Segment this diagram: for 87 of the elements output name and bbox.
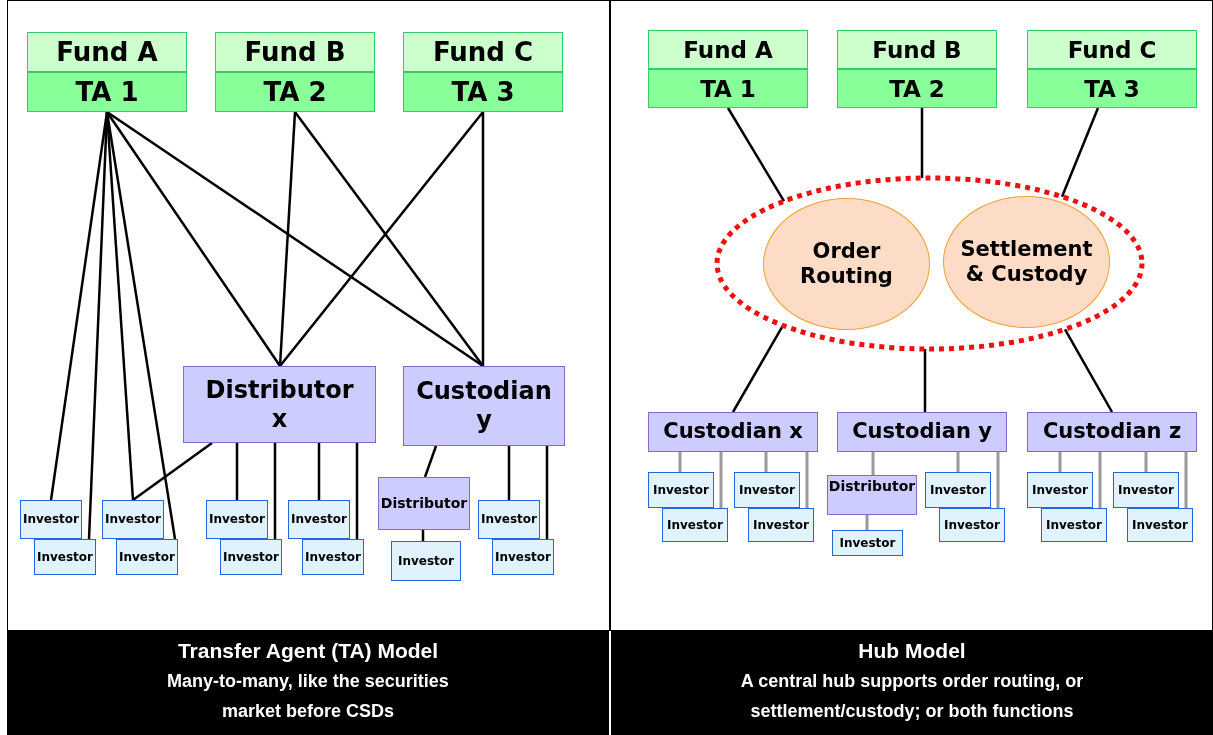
connector-line bbox=[355, 443, 359, 539]
custodian-box: Custodian y bbox=[403, 366, 565, 446]
investor-box: Investor bbox=[648, 472, 714, 508]
ellipse-outline bbox=[714, 175, 1145, 352]
investor-box: Investor bbox=[1127, 508, 1193, 542]
connector-line bbox=[507, 446, 511, 500]
investor-box: Investor bbox=[925, 472, 991, 508]
agent-name: TA 1 bbox=[27, 72, 187, 112]
fund-box bbox=[1027, 30, 1197, 108]
investor-box: Investor bbox=[492, 539, 554, 575]
investor-box: Investor bbox=[116, 539, 178, 575]
agent-name: TA 3 bbox=[403, 72, 563, 112]
connector-line bbox=[731, 324, 785, 413]
function-ellipse: Settlement & Custody bbox=[943, 196, 1110, 328]
fund-box bbox=[215, 32, 375, 112]
connector-line bbox=[421, 530, 425, 541]
distributor-box: Distributor x bbox=[183, 366, 376, 443]
fund-name: Fund C bbox=[1027, 30, 1197, 69]
connector-line bbox=[1058, 452, 1062, 472]
agent-name: TA 2 bbox=[215, 72, 375, 112]
fund-name: Fund A bbox=[27, 32, 187, 72]
agent-name: TA 1 bbox=[648, 69, 808, 108]
connector-line bbox=[1184, 452, 1188, 508]
connector-line bbox=[764, 452, 768, 472]
custodian-box: Custodian y bbox=[837, 412, 1007, 452]
connector-line bbox=[923, 349, 927, 412]
caption-title: Hub Model bbox=[858, 638, 966, 664]
connector-line bbox=[423, 445, 438, 478]
connector-line bbox=[105, 111, 177, 540]
investor-box: Investor bbox=[391, 541, 461, 581]
connector-line bbox=[726, 107, 786, 202]
fund-name: Fund B bbox=[215, 32, 375, 72]
caption-text: Many-to-many, like the securities market before CSDs bbox=[166, 670, 450, 723]
agent-name: TA 3 bbox=[1027, 69, 1197, 108]
distributor-box: Distributor bbox=[827, 475, 917, 515]
connector-line bbox=[1060, 107, 1100, 198]
investor-box: Investor bbox=[939, 508, 1005, 542]
fund-box bbox=[837, 30, 997, 108]
connector-line bbox=[871, 452, 875, 475]
fund-box bbox=[648, 30, 808, 108]
investor-box: Investor bbox=[662, 508, 728, 542]
connector-line bbox=[273, 443, 277, 539]
connector-line bbox=[678, 452, 682, 472]
connector-line bbox=[1063, 328, 1114, 413]
connector-line bbox=[1098, 452, 1102, 508]
fund-name: Fund B bbox=[837, 30, 997, 69]
connector-line bbox=[132, 442, 213, 501]
connector-line bbox=[805, 452, 809, 508]
investor-box: Investor bbox=[34, 539, 96, 575]
connector-line bbox=[481, 112, 485, 366]
connector-line bbox=[1144, 452, 1148, 472]
custodian-box: Custodian x bbox=[648, 412, 818, 452]
function-ellipse: Order Routing bbox=[763, 198, 930, 330]
investor-box: Investor bbox=[220, 539, 282, 575]
investor-box: Investor bbox=[206, 500, 268, 539]
investor-box: Investor bbox=[1113, 472, 1179, 508]
investor-box: Investor bbox=[102, 500, 164, 539]
connector-line bbox=[317, 443, 321, 500]
custodian-box: Custodian z bbox=[1027, 412, 1197, 452]
fund-box bbox=[403, 32, 563, 112]
connector-line bbox=[956, 452, 960, 472]
connector-line bbox=[719, 452, 723, 508]
connector-line bbox=[920, 108, 924, 179]
fund-box bbox=[27, 32, 187, 112]
investor-box: Investor bbox=[1041, 508, 1107, 542]
investor-box: Investor bbox=[748, 508, 814, 542]
connector-line bbox=[545, 446, 549, 539]
investor-box: Investor bbox=[734, 472, 800, 508]
caption-text: A central hub supports order routing, or settlement/custody; or both functions bbox=[739, 670, 1085, 723]
investor-box: Investor bbox=[832, 530, 903, 556]
connector-line bbox=[278, 111, 297, 367]
connector-line bbox=[235, 443, 239, 500]
investor-box: Investor bbox=[1027, 472, 1093, 508]
investor-box: Investor bbox=[302, 539, 364, 575]
agent-name: TA 2 bbox=[837, 69, 997, 108]
caption-title: Transfer Agent (TA) Model bbox=[177, 638, 439, 664]
investor-box: Investor bbox=[20, 500, 82, 539]
connector-line bbox=[865, 515, 869, 530]
connector-line bbox=[106, 110, 484, 368]
distributor-box: Distributor bbox=[378, 477, 470, 530]
investor-box: Investor bbox=[288, 500, 350, 539]
connector-line bbox=[49, 111, 109, 501]
connector-line bbox=[105, 111, 282, 367]
investor-box: Investor bbox=[478, 500, 540, 539]
connector-line bbox=[996, 452, 1000, 508]
fund-name: Fund C bbox=[403, 32, 563, 72]
fund-name: Fund A bbox=[648, 30, 808, 69]
